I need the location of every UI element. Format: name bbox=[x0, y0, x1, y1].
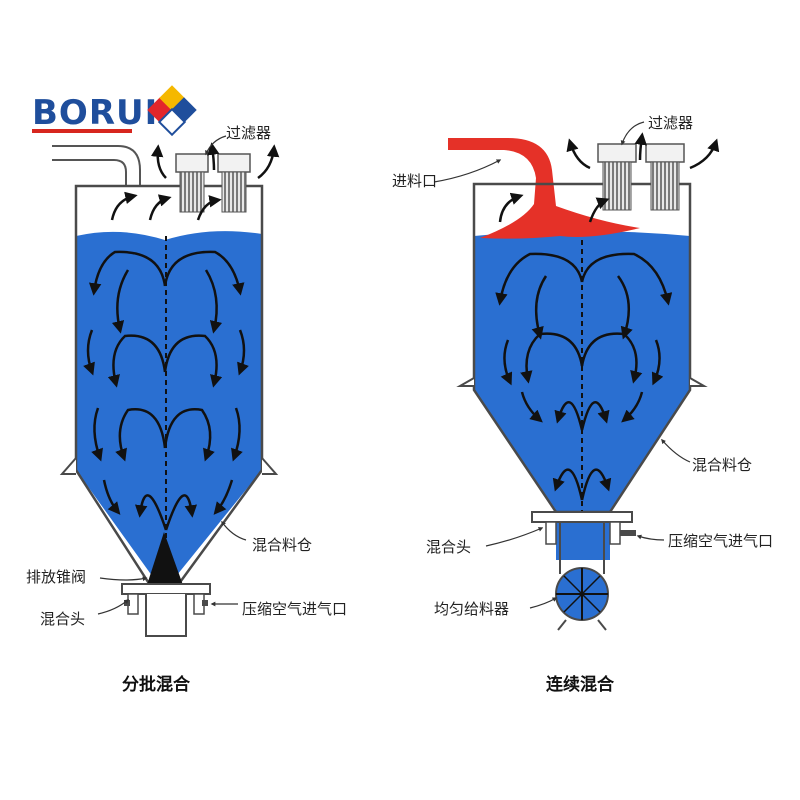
exhaust-arrows bbox=[498, 132, 720, 223]
rotary-feeder bbox=[555, 567, 609, 631]
inlet-pipe bbox=[52, 145, 141, 186]
support-lug bbox=[261, 457, 279, 475]
support-lug bbox=[689, 377, 708, 387]
right-feeder-label: 均匀给料器 bbox=[434, 600, 509, 618]
logo-underline bbox=[32, 129, 132, 133]
logo: BORUI bbox=[32, 85, 197, 137]
right-hopper-label: 混合料仓 bbox=[692, 456, 752, 474]
filter-unit bbox=[175, 153, 251, 213]
right-inlet-label: 进料口 bbox=[392, 172, 437, 190]
exhaust-arrows bbox=[110, 142, 280, 221]
circulation-arrows bbox=[83, 250, 249, 531]
left-cone-valve-label: 排放锥阀 bbox=[26, 568, 86, 586]
logo-text: BORUI bbox=[32, 93, 158, 133]
left-hopper-label: 混合料仓 bbox=[252, 536, 312, 554]
mixing-head bbox=[531, 511, 636, 545]
support-lug bbox=[456, 377, 475, 387]
batch-mixer bbox=[52, 135, 280, 637]
continuous-mixer bbox=[433, 121, 720, 631]
left-air-inlet-label: 压缩空气进气口 bbox=[242, 600, 347, 618]
left-mixing-head-label: 混合头 bbox=[40, 610, 85, 628]
discharge-cone-valve bbox=[146, 532, 184, 588]
right-filter-label: 过滤器 bbox=[648, 114, 693, 132]
left-caption: 分批混合 bbox=[122, 674, 191, 695]
right-mixing-head-label: 混合头 bbox=[426, 538, 471, 556]
support-lug bbox=[59, 457, 77, 475]
outlet-pipe bbox=[145, 594, 187, 637]
inflow-material bbox=[448, 138, 640, 239]
leader-lines bbox=[97, 135, 247, 615]
left-filter-label: 过滤器 bbox=[226, 124, 271, 142]
material-fill bbox=[76, 231, 262, 580]
leader-lines bbox=[433, 121, 691, 609]
feeder-pipe bbox=[559, 522, 605, 574]
filter-unit bbox=[597, 143, 685, 211]
circulation-arrows bbox=[495, 252, 673, 501]
right-caption: 连续混合 bbox=[546, 674, 615, 695]
right-air-inlet-label: 压缩空气进气口 bbox=[668, 532, 773, 550]
